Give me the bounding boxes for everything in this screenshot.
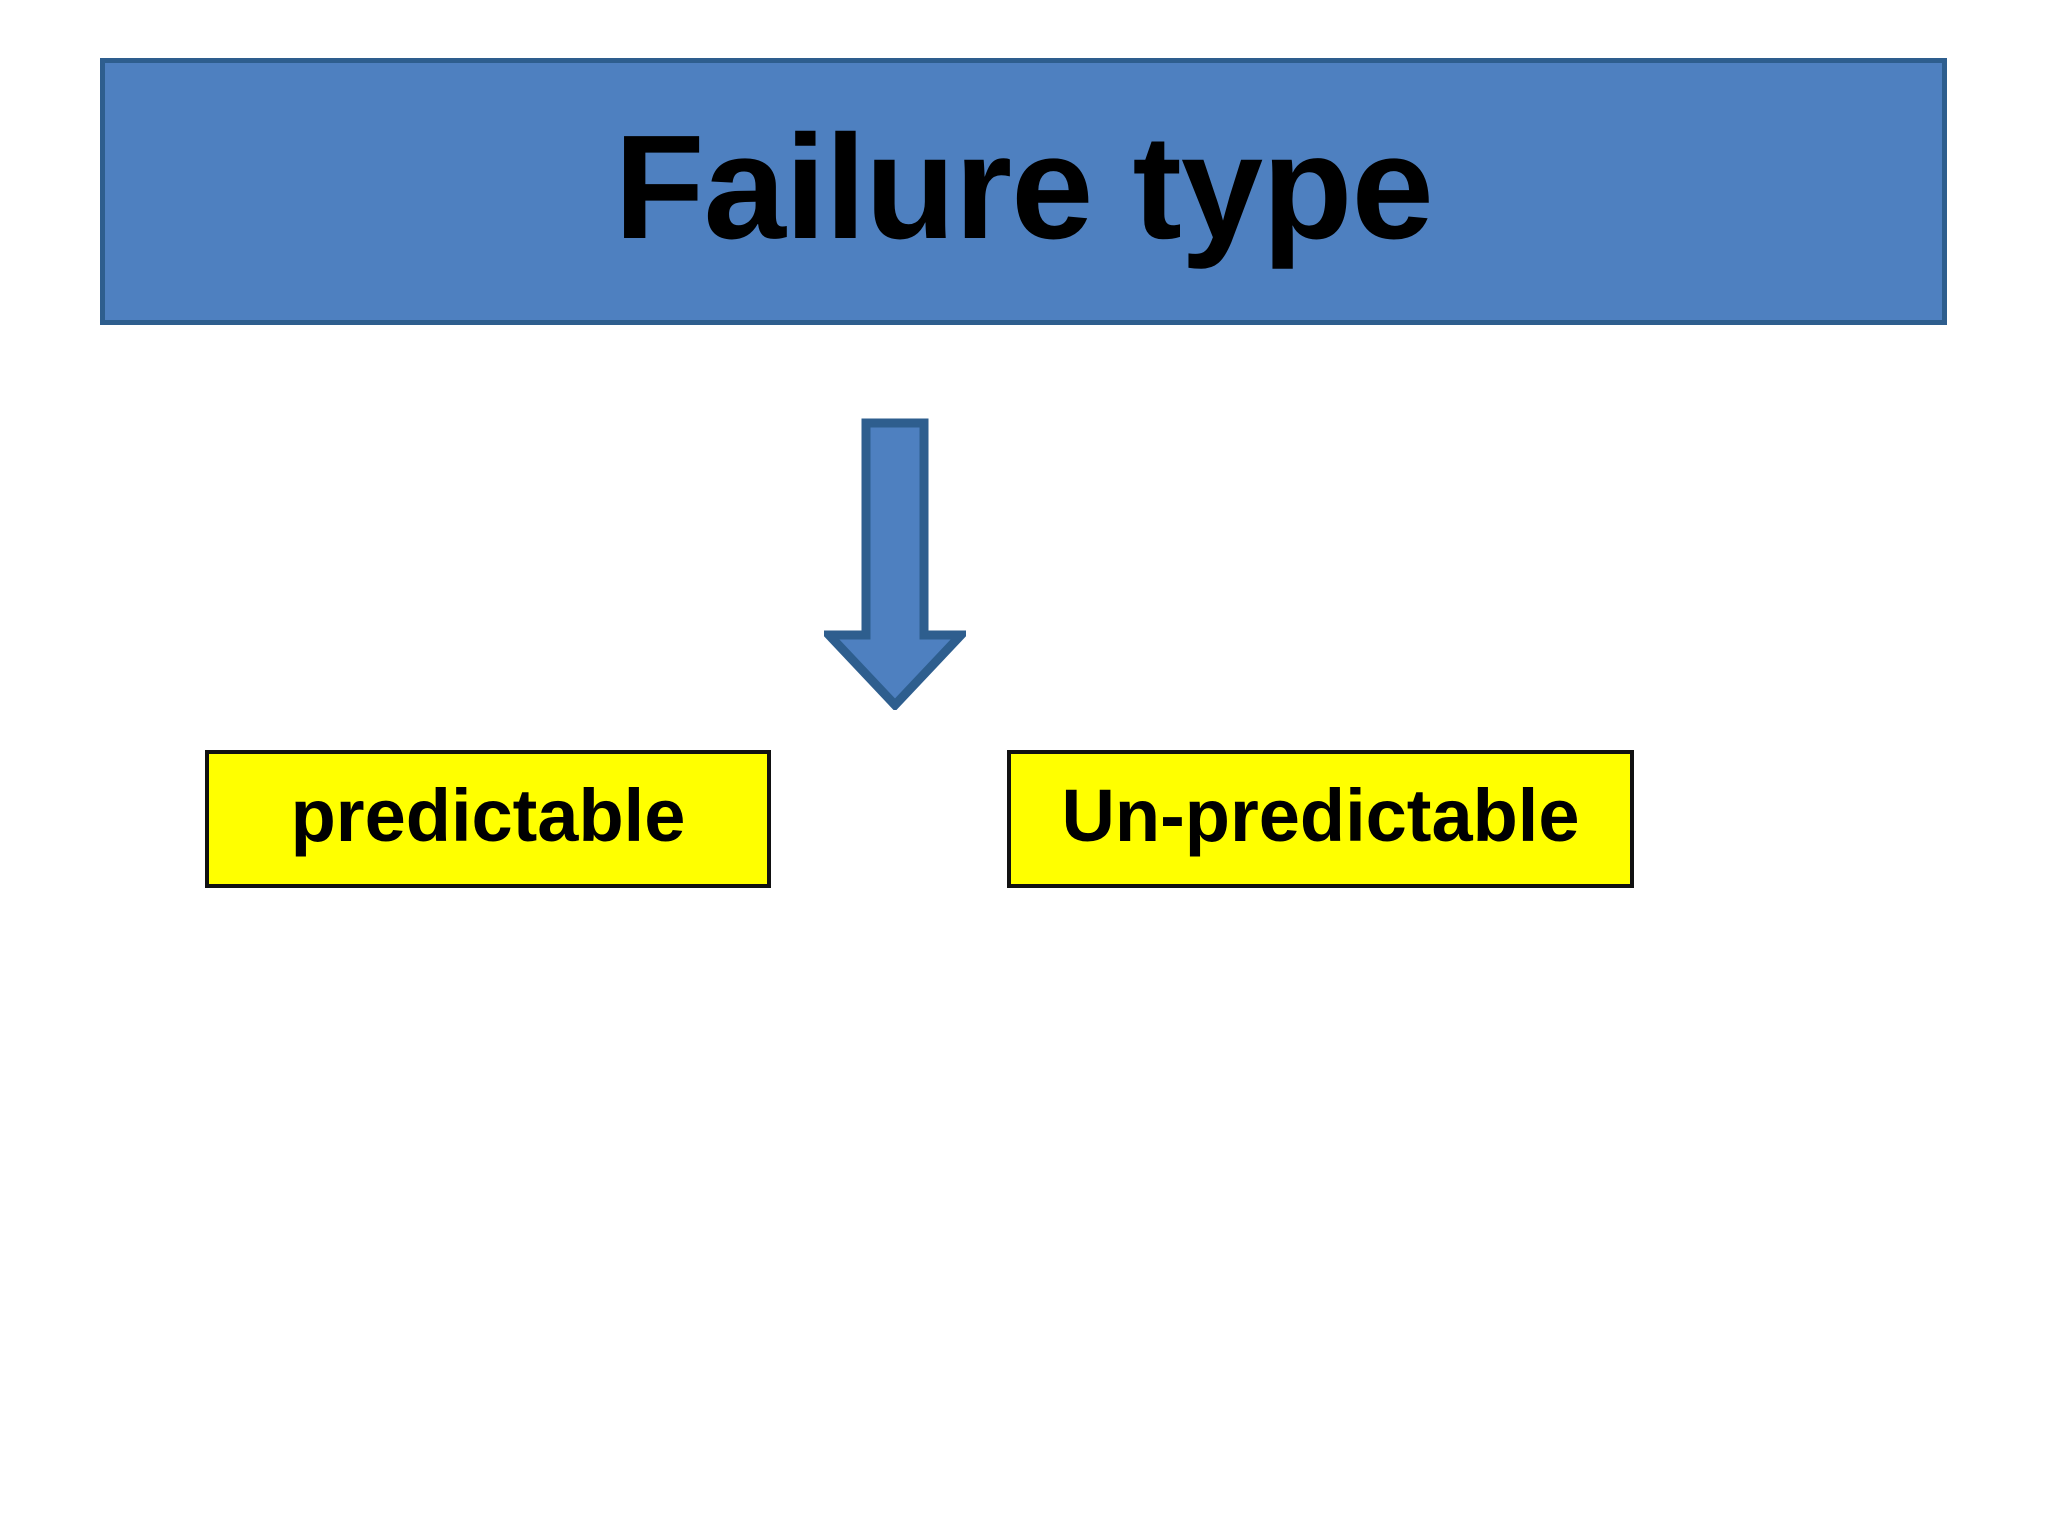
down-arrow-icon (824, 418, 966, 710)
category-box-unpredictable[interactable]: Un-predictable (1007, 750, 1634, 888)
category-label: predictable (290, 774, 686, 857)
page-title: Failure type (614, 104, 1434, 270)
category-box-predictable[interactable]: predictable (205, 750, 771, 888)
category-label: Un-predictable (1061, 774, 1580, 857)
header-banner: Failure type (100, 58, 1947, 325)
down-arrow-shape (824, 418, 966, 710)
